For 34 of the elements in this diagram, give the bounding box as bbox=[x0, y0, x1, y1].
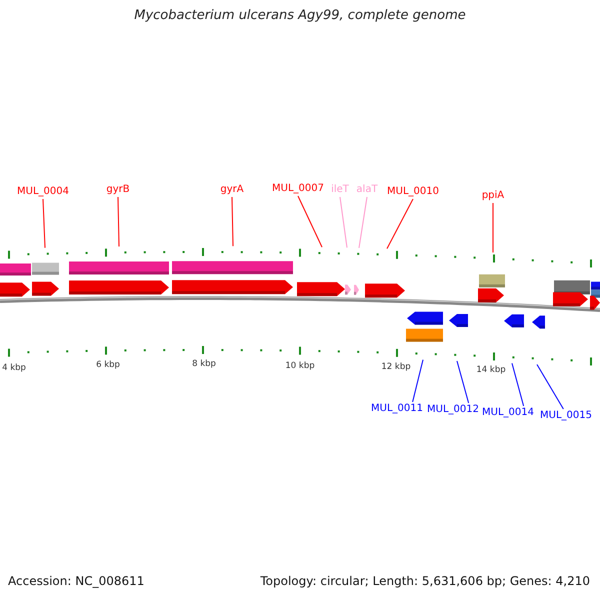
tick-ring bbox=[8, 248, 592, 268]
gene-label: ppiA bbox=[482, 190, 504, 202]
gene-label: gyrB bbox=[106, 184, 130, 196]
leader-line bbox=[118, 196, 120, 247]
leader-line bbox=[386, 198, 414, 250]
leader-line bbox=[42, 198, 46, 248]
gene-label: MUL_0010 bbox=[387, 186, 439, 198]
gene-label: MUL_0015 bbox=[540, 410, 592, 422]
gene-label: alaT bbox=[356, 184, 378, 196]
axis-label: 4 kbp bbox=[2, 362, 26, 374]
axis-label: 10 kbp bbox=[285, 360, 315, 372]
gene-label: ileT bbox=[331, 184, 349, 196]
gene-label: MUL_0011 bbox=[371, 403, 423, 415]
gene-label: MUL_0012 bbox=[427, 404, 479, 416]
axis-label: 12 kbp bbox=[381, 361, 411, 373]
gene-label: MUL_0004 bbox=[17, 186, 69, 198]
leader-line bbox=[512, 362, 524, 406]
axis-label: 14 kbp bbox=[476, 364, 506, 376]
leader-line bbox=[492, 202, 494, 253]
axis-label: 6 kbp bbox=[96, 359, 120, 371]
leader-line bbox=[412, 359, 424, 402]
leader-line bbox=[536, 364, 564, 410]
leader-line bbox=[340, 196, 348, 248]
gene-label: MUL_0007 bbox=[272, 183, 324, 195]
leader-line bbox=[298, 196, 322, 248]
gene-label: gyrA bbox=[220, 184, 244, 196]
footer-note: Accession: NC_008611 bbox=[8, 575, 144, 587]
leader-line bbox=[358, 196, 368, 248]
gene-label: MUL_0014 bbox=[482, 407, 534, 419]
leader-line bbox=[456, 360, 470, 404]
axis-label: 8 kbp bbox=[192, 358, 216, 370]
map-title: Mycobacterium ulcerans Agy99, complete genome bbox=[133, 10, 467, 22]
footer-note: Topology: circular; Length: 5,631,606 bp; Genes: 4,210 bbox=[260, 575, 590, 587]
leader-line bbox=[232, 196, 234, 247]
